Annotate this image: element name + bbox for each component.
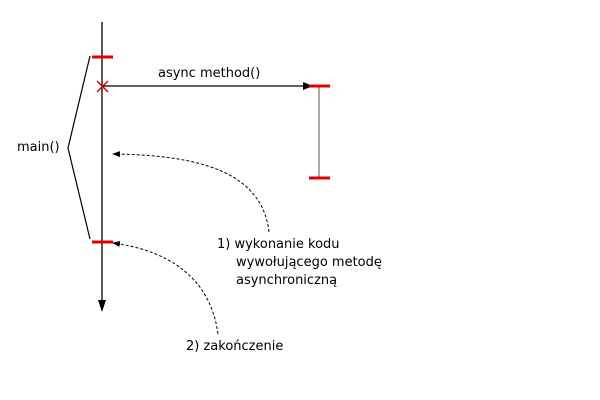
note-step1-line1: 1) wykonanie kodu: [217, 237, 340, 252]
main-label: main(): [17, 140, 60, 155]
note2-pointer-curve: [112, 240, 219, 335]
note-step1-line3: asynchroniczną: [236, 273, 338, 288]
note-step1-line2: wywołującego metodę: [236, 255, 382, 270]
call-point-cross-b: [96, 80, 109, 93]
note1-pointer-curve: [112, 151, 270, 233]
note-step1: 1) wykonanie kodu wywołującego metodę as…: [217, 236, 382, 290]
main-brace: [67, 55, 91, 240]
async-call-label: async method(): [158, 66, 261, 81]
note-step2: 2) zakończenie: [186, 339, 284, 354]
lifeline-arrowhead: [98, 300, 106, 312]
